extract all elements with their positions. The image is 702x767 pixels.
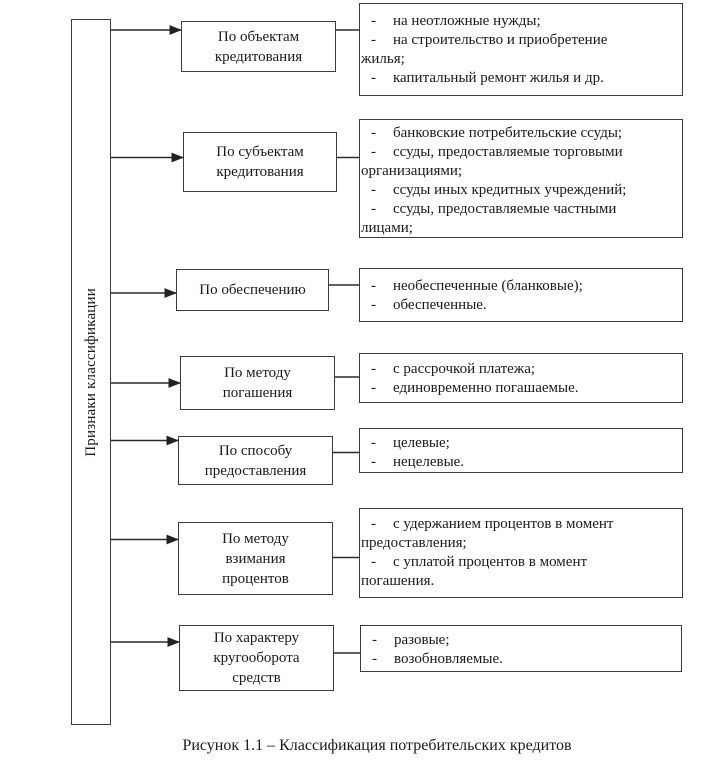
- bullet-dash: -: [371, 13, 376, 29]
- list-item: -на строительство и приобретение жилья;: [361, 31, 680, 69]
- category-label-line: По субъектам: [216, 144, 304, 160]
- list-item-text: необеспеченные (бланковые);: [393, 278, 583, 294]
- list-item-text: на неотложные нужды;: [393, 13, 541, 29]
- category-box-repayment-method: По методу погашения: [180, 356, 335, 410]
- list-item-text: с удержанием процентов в момент предоста…: [361, 516, 614, 551]
- list-item-text: нецелевые.: [393, 454, 465, 470]
- list-item-text: капитальный ремонт жилья и др.: [393, 70, 604, 86]
- bullet-dash: -: [372, 651, 377, 667]
- list-item: - необеспеченные (бланковые);: [361, 277, 680, 296]
- category-label-line: процентов: [222, 570, 289, 587]
- bullet-dash: -: [371, 144, 376, 160]
- category-label-line: погашения: [222, 385, 293, 401]
- list-box-subjects: -банковские потребительские ссуды; -ссуд…: [359, 119, 683, 238]
- list-item-text: на строительство и приобретение жилья;: [361, 32, 608, 67]
- list-item: - банковские потребительские ссуды;: [361, 124, 680, 143]
- bullet-dash: -: [372, 632, 377, 648]
- classification-criteria-label: Признаки классификации: [82, 287, 99, 457]
- bullet-dash: -: [371, 554, 376, 570]
- category-label-line: По методу: [224, 365, 291, 381]
- bullet-dash: -: [371, 201, 376, 217]
- category-label-line: По обеспечению: [199, 282, 306, 298]
- list-item-text: с рассрочкой платежа;: [393, 361, 536, 377]
- list-item: -с уплатой процентов в момент погашения.: [361, 553, 680, 591]
- list-item-text: ссуды, предоставляемые частными лицами;: [361, 201, 617, 236]
- list-box-funds-turnover: - разовые; - возобновляемые.: [360, 625, 682, 672]
- category-box-interest-method: По методу взимания процентов: [178, 522, 333, 595]
- category-label-line: предоставления: [204, 462, 307, 479]
- category-box-funds-turnover: По характеру кругооборота средств: [179, 625, 334, 691]
- category-label-line: кредитования: [214, 48, 303, 65]
- list-item-text: разовые;: [394, 632, 450, 648]
- list-box-repayment-method: - с рассрочкой платежа; - единовременно по…: [359, 353, 683, 403]
- category-label-line: кредитования: [216, 164, 304, 180]
- bullet-dash: -: [371, 361, 376, 377]
- list-item-text: ссуды, предоставляемые торговыми организ…: [361, 144, 623, 179]
- category-label-line: кругооборота: [213, 650, 300, 666]
- category-label-line: По методу: [222, 530, 289, 547]
- list-box-provision-method: - целевые; - нецелевые.: [359, 428, 683, 473]
- list-item: - разовые;: [362, 631, 679, 650]
- list-item: - капитальный ремонт жилья и др.: [361, 69, 680, 88]
- list-item-text: ссуды иных кредитных учреждений;: [393, 182, 627, 198]
- list-item: - ссуды иных кредитных учреждений;: [361, 181, 680, 200]
- bullet-dash: -: [371, 278, 376, 294]
- bullet-dash: -: [371, 297, 376, 313]
- category-label-line: средств: [232, 670, 281, 686]
- bullet-dash: -: [371, 182, 376, 198]
- category-label-line: взимания: [225, 550, 286, 567]
- list-item: - обеспеченные.: [361, 296, 680, 315]
- bullet-dash: -: [371, 516, 376, 532]
- list-item-text: единовременно погашаемые.: [393, 380, 579, 396]
- list-box-objects: -на неотложные нужды; -на строительство …: [359, 3, 683, 96]
- category-label-line: По характеру: [213, 630, 300, 646]
- figure-caption: Рисунок 1.1 – Классификация потребительс…: [182, 737, 572, 754]
- list-item: - с рассрочкой платежа;: [361, 360, 680, 379]
- bullet-dash: -: [371, 380, 376, 396]
- category-label-line: По способу: [218, 442, 293, 459]
- list-item: - на неотложные нужды;: [361, 12, 680, 31]
- category-box-objects: По объектам кредитования: [181, 21, 336, 72]
- category-label-line: По объектам: [217, 28, 300, 45]
- bullet-dash: -: [371, 32, 376, 48]
- list-item: - единовременно погашаемые.: [361, 379, 680, 398]
- list-item: -ссуды, предоставляемые частными лицами;: [361, 200, 680, 238]
- list-box-interest-method: -с удержанием процентов в момент предост…: [359, 508, 683, 598]
- list-item: - возобновляемые.: [362, 650, 679, 669]
- list-item-text: банковские потребительские ссуды;: [393, 125, 623, 141]
- list-box-collateral: - необеспеченные (бланковые); - обеспеченн…: [359, 268, 683, 322]
- bullet-dash: -: [371, 125, 376, 141]
- list-item-text: обеспеченные.: [393, 297, 487, 313]
- list-item-text: целевые;: [393, 435, 450, 451]
- list-item: - целевые;: [361, 434, 680, 453]
- list-item: -ссуды, предоставляемые торговыми органи…: [361, 143, 680, 181]
- list-item: -с удержанием процентов в момент предост…: [361, 515, 680, 553]
- list-item-text: с уплатой процентов в момент погашения.: [361, 554, 588, 589]
- category-box-subjects: По субъектам кредитования: [183, 132, 337, 192]
- bullet-dash: -: [371, 454, 376, 470]
- classification-criteria-box: Признаки классификации: [71, 19, 111, 725]
- list-item-text: возобновляемые.: [394, 651, 503, 667]
- category-box-collateral: По обеспечению: [176, 269, 329, 311]
- bullet-dash: -: [371, 435, 376, 451]
- list-item: - нецелевые.: [361, 453, 680, 472]
- bullet-dash: -: [371, 70, 376, 86]
- category-box-provision-method: По способу предоставления: [178, 436, 333, 485]
